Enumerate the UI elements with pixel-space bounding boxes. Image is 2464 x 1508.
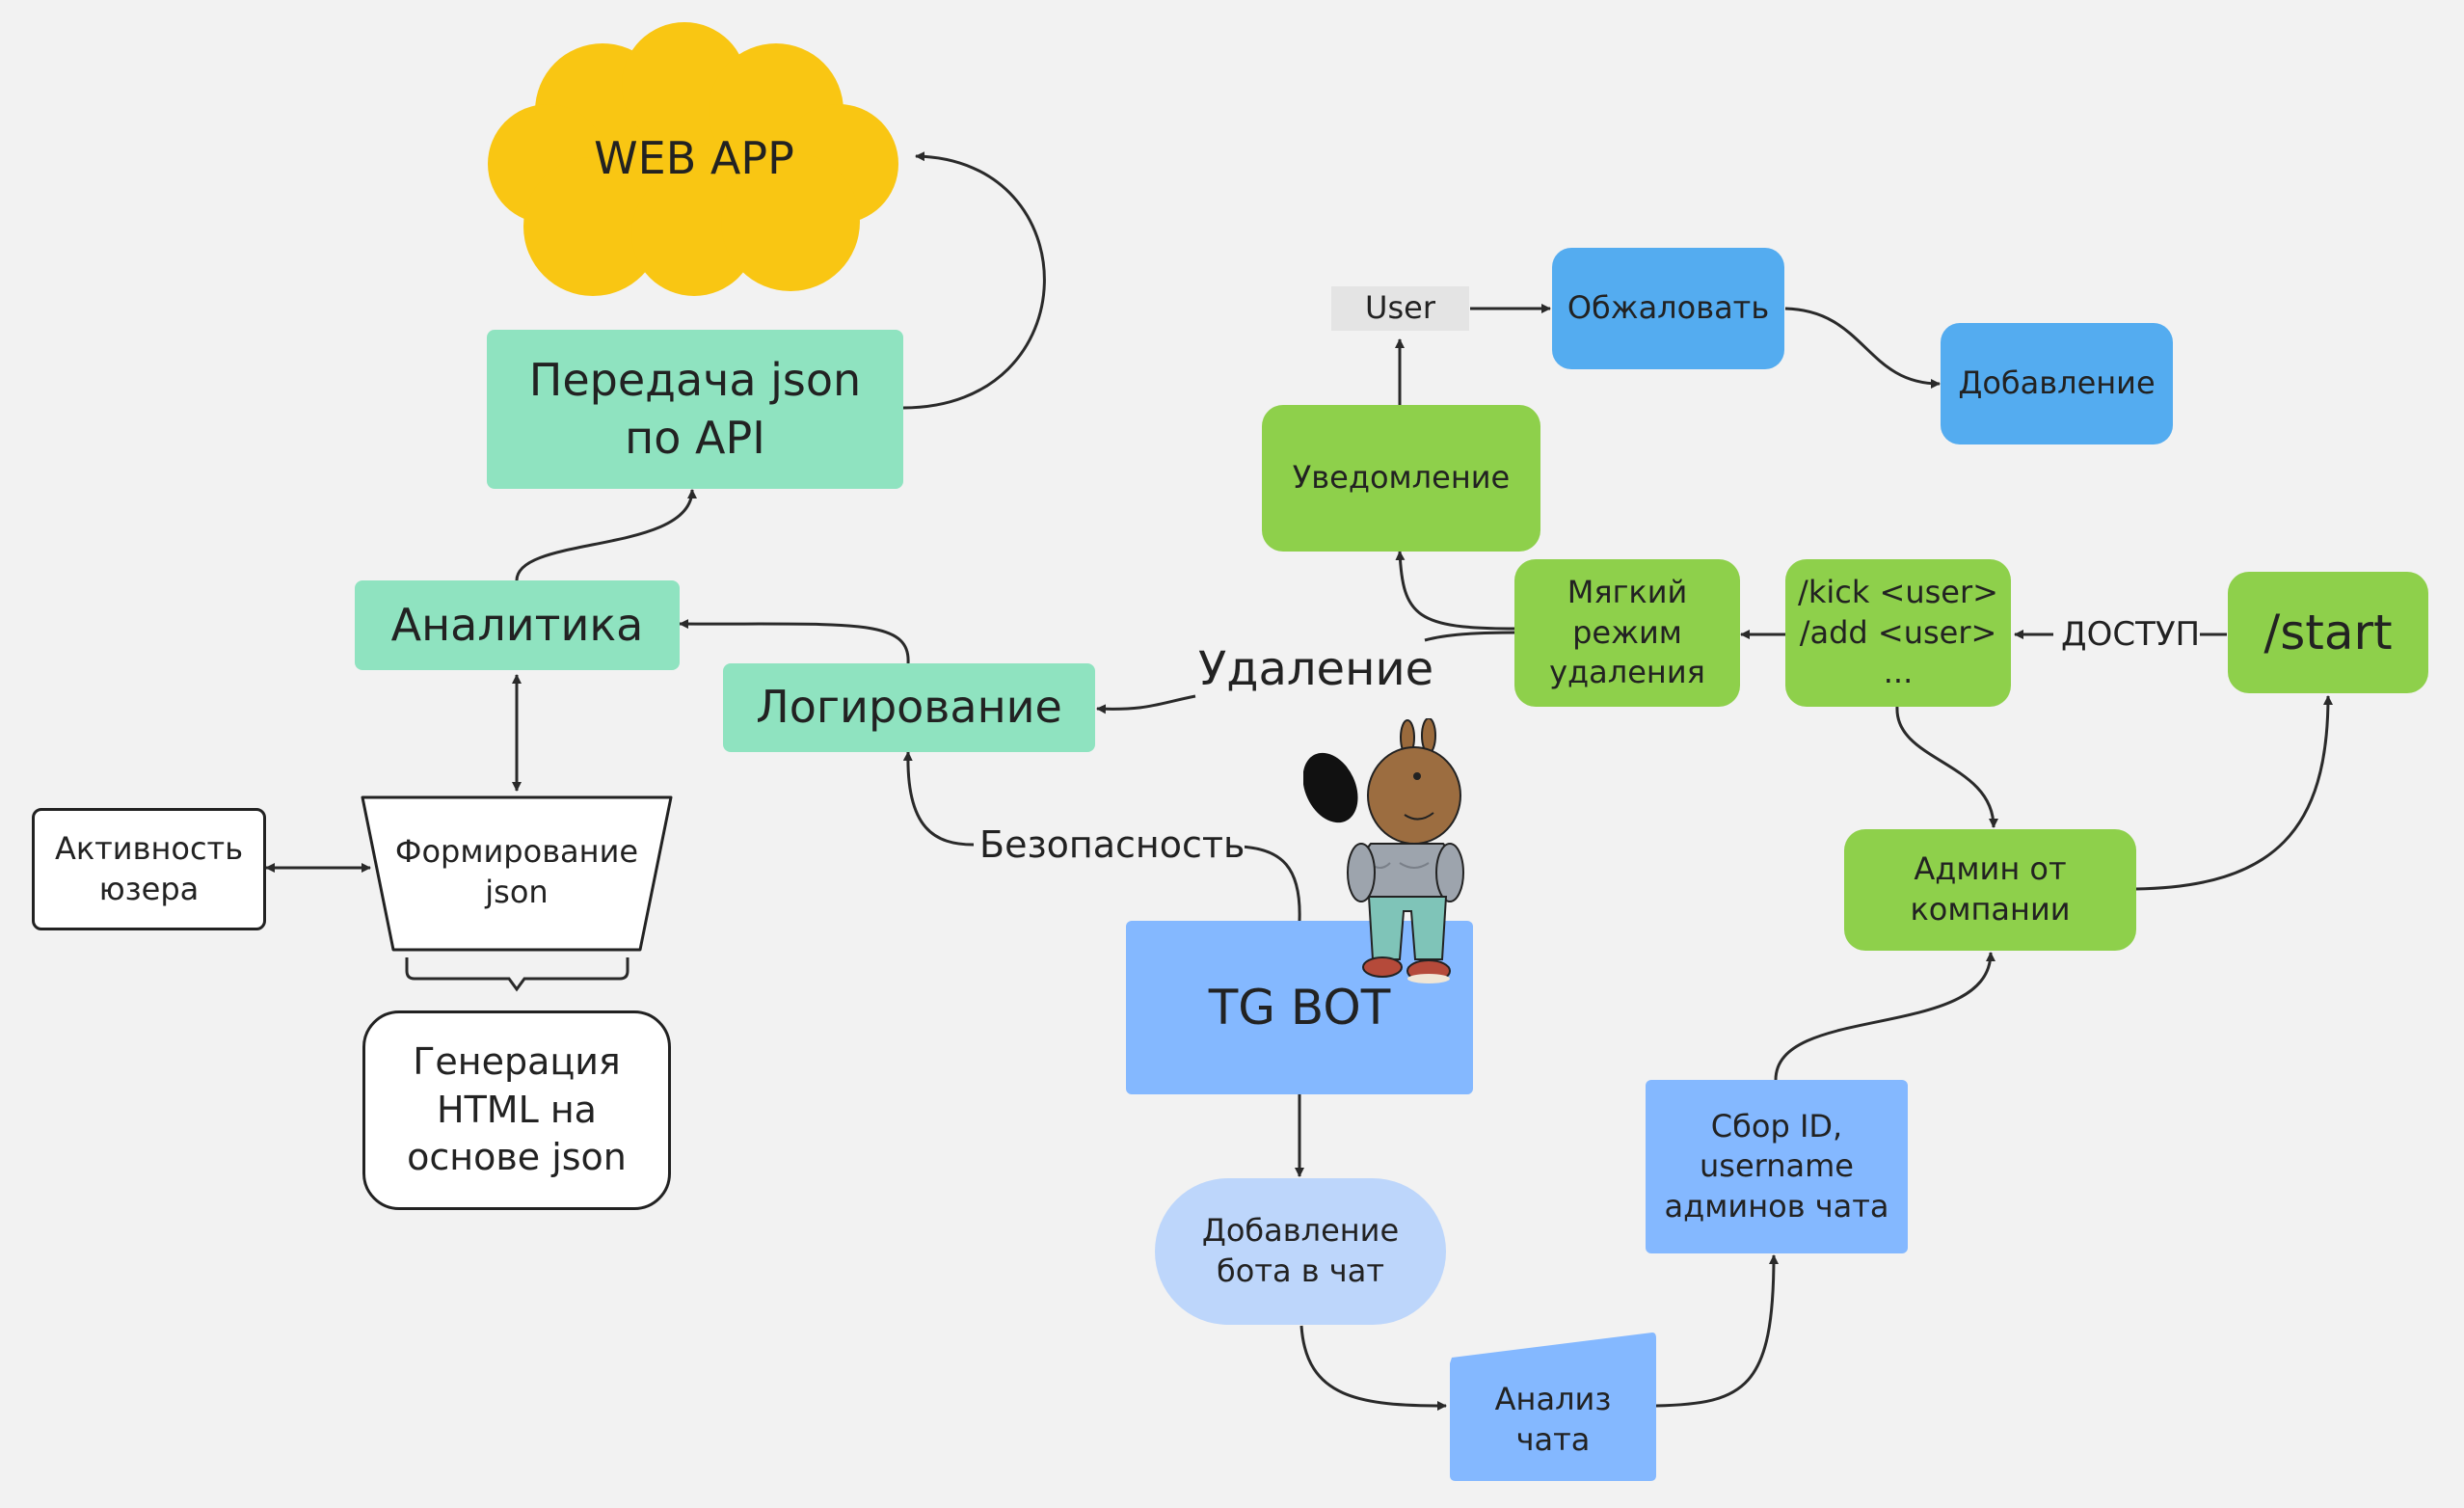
notification-node[interactable]: Уведомление [1262,405,1540,552]
company-admin-node[interactable]: Админ от компании [1844,829,2136,951]
edge-softdelete-to-notification [1395,551,1516,631]
collect-ids-node[interactable]: Сбор ID, username админов чата [1646,1080,1908,1253]
edge-tgbot-security [1239,845,1301,922]
commands-node[interactable]: /kick <user> /add <user> ... [1785,559,2011,707]
soft-delete-node[interactable]: Мягкий режим удаления [1514,559,1740,707]
start-command-node[interactable]: /start [2228,572,2428,693]
json-forming-shape [361,795,673,952]
edge-logging-to-analytics [679,619,910,664]
edge-analysis-to-collect [1655,1254,1779,1408]
adding-node[interactable]: Добавление [1941,323,2173,444]
html-generation-node[interactable]: Генерация HTML на основе json [362,1010,671,1210]
user-activity-node[interactable]: Активность юзера [32,808,266,930]
edge-security-to-logging [902,751,975,847]
chat-analysis-node[interactable]: Анализ чата [1494,1381,1612,1458]
user-tag: User [1331,286,1469,331]
add-bot-node[interactable]: Добавление бота в чат [1155,1178,1446,1325]
edge-softdelete-deletion [1424,631,1516,642]
analytics-node[interactable]: Аналитика [355,580,680,670]
edge-appeal-to-adding [1784,307,1941,389]
edge-label-access: ДОСТУП [2061,615,2201,654]
edge-admin-to-start [2134,695,2333,891]
dog-mascot-icon [1303,718,1464,983]
web-app-label: WEB APP [594,132,794,185]
appeal-node[interactable]: Обжаловать [1552,248,1784,369]
edge-commands-to-admin [1895,706,1998,828]
edge-deletion-to-logging [1096,694,1196,714]
web-app-cloud [488,22,898,296]
edge-collect-to-admin [1774,952,1995,1081]
edge-label-deletion: Удаление [1198,642,1434,696]
logging-node[interactable]: Логирование [723,663,1095,752]
json-api-transfer-node[interactable]: Передача json по API [487,330,903,489]
edge-brace [405,957,629,992]
edge-label-security: Безопасность [979,823,1245,866]
chat-analysis-shape [1450,1333,1656,1481]
edge-analytics-to-api [515,489,697,581]
edge-api-to-webapp [902,151,1046,410]
json-forming-node[interactable]: Формирование json [394,833,639,910]
edge-addbot-to-analysis [1299,1325,1447,1411]
